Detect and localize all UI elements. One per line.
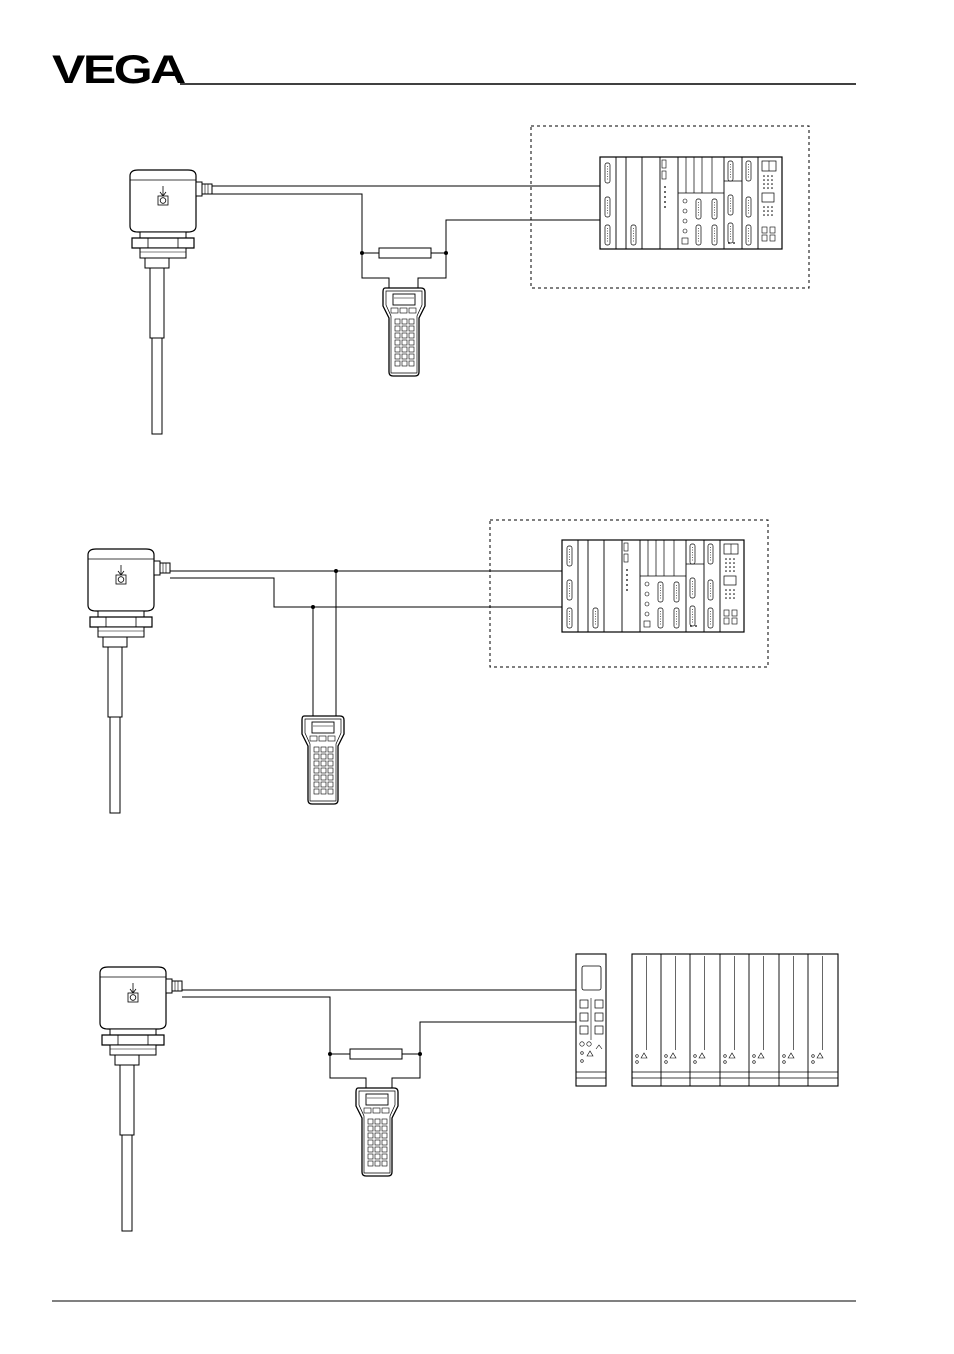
power-supply-unit [576,954,606,1086]
plc-rack [562,540,744,632]
signal-conditioner-rack [632,954,838,1086]
handheld-communicator [383,288,425,376]
diagram-1 [130,126,809,434]
handheld-communicator [302,716,344,804]
load-resistor [350,1049,402,1059]
handheld-communicator [356,1088,398,1176]
diagram-3 [100,954,838,1231]
plc-rack [600,157,782,249]
diagram-2 [88,520,768,813]
wiring [182,990,576,1090]
level-sensor [88,549,170,813]
level-sensor [100,967,182,1231]
level-sensor [130,170,212,434]
wiring [170,571,562,718]
load-resistor [379,248,431,258]
wiring [212,186,600,290]
